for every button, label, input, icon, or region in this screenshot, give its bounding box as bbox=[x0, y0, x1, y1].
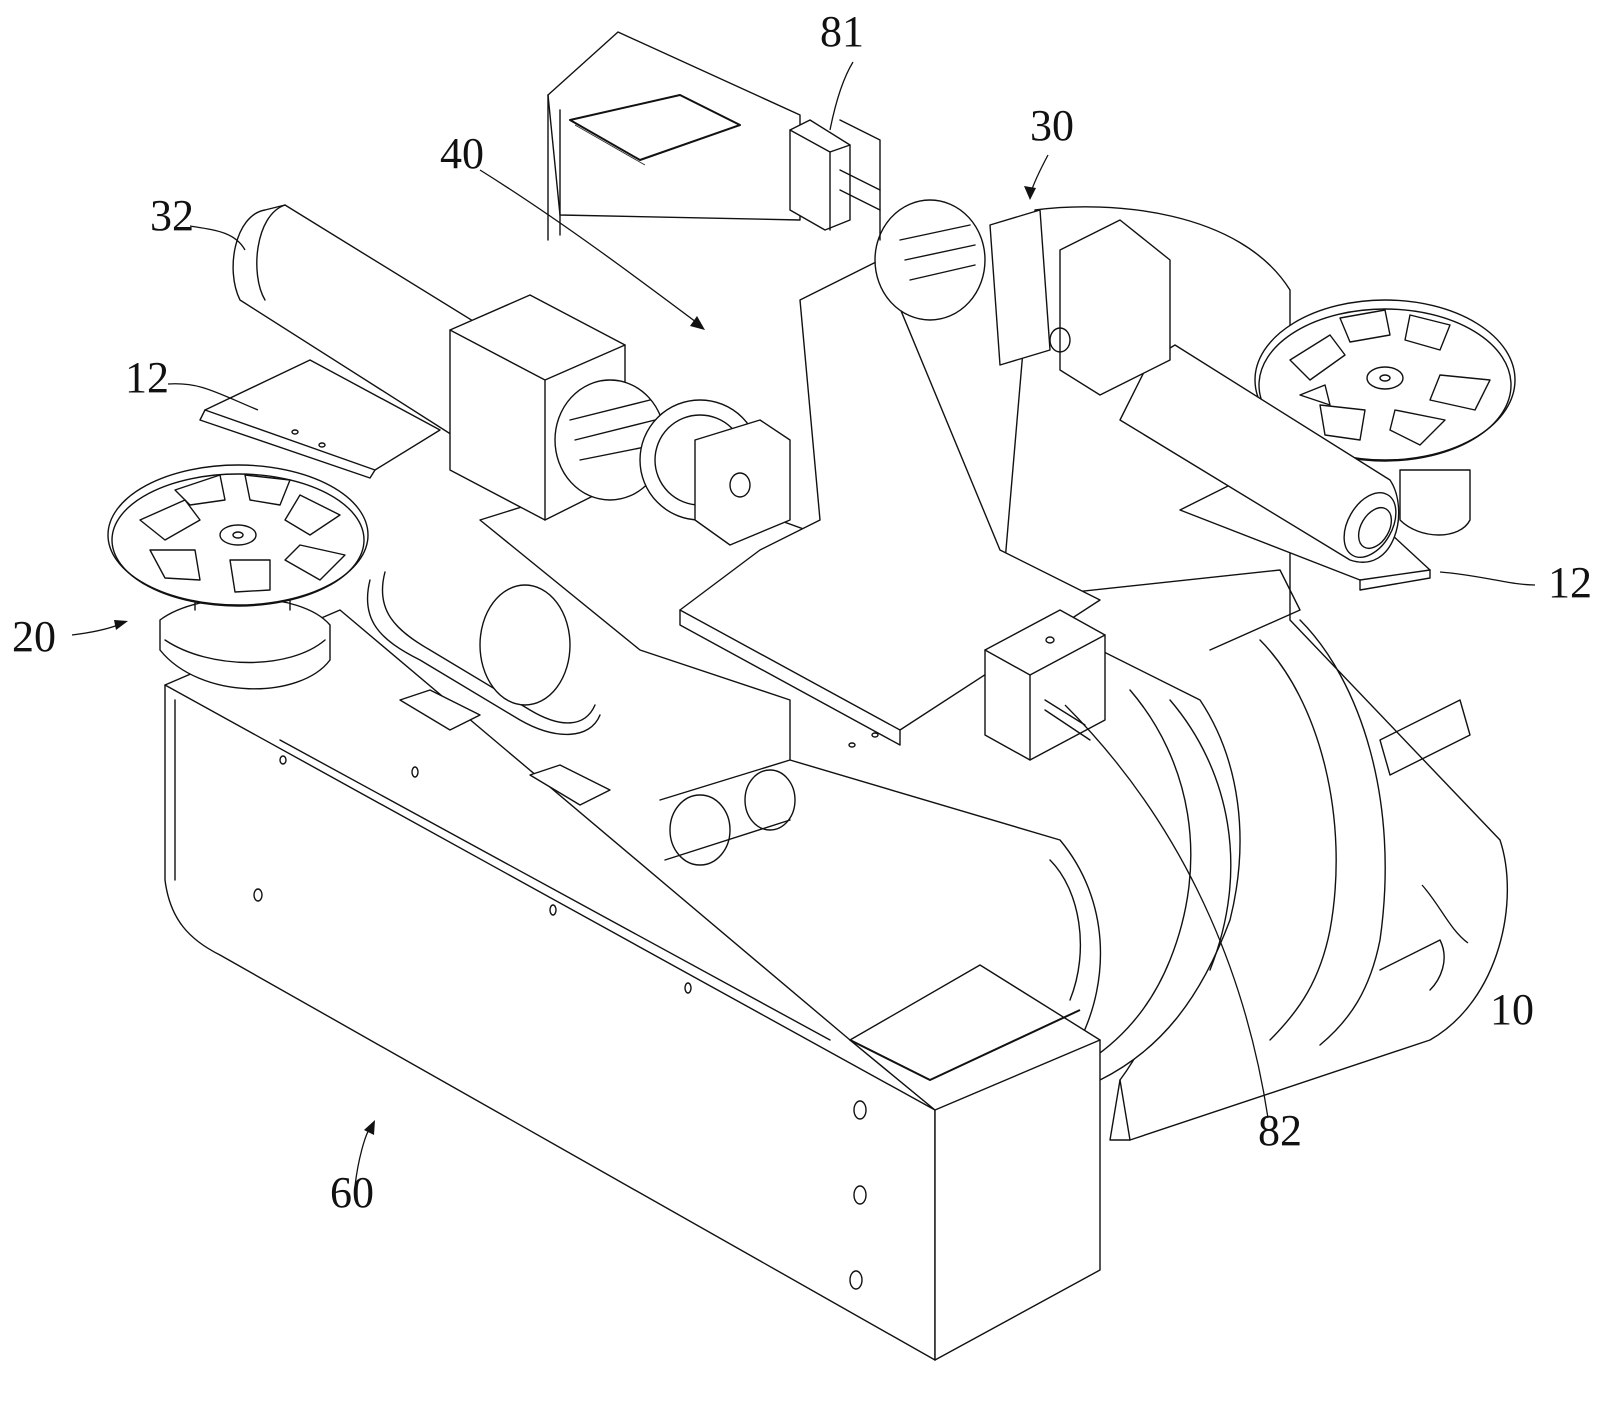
label-81-group: 81 bbox=[820, 7, 864, 131]
label-30-group: 30 bbox=[1024, 101, 1074, 200]
left-top-plate bbox=[199, 359, 441, 479]
label-12-left-group: 12 bbox=[125, 353, 259, 411]
label-10: 10 bbox=[1490, 985, 1534, 1034]
label-60: 60 bbox=[330, 1168, 374, 1217]
upper-block-81 bbox=[789, 119, 881, 241]
left-wheel-spokes bbox=[139, 474, 346, 593]
left-wheel-assembly bbox=[107, 464, 369, 690]
label-20-group: 20 bbox=[12, 612, 128, 661]
label-12-left: 12 bbox=[125, 353, 169, 402]
label-81: 81 bbox=[820, 7, 864, 56]
left-handle bbox=[366, 571, 611, 806]
label-32: 32 bbox=[150, 191, 194, 240]
rear-upper-box bbox=[547, 31, 801, 241]
label-82: 82 bbox=[1258, 1106, 1302, 1155]
label-32-group: 32 bbox=[150, 191, 246, 251]
label-12-right: 12 bbox=[1548, 558, 1592, 607]
central-panel bbox=[679, 259, 1101, 748]
front-housing-holes bbox=[253, 755, 867, 1290]
label-10-group: 10 bbox=[1421, 884, 1534, 1034]
left-motor-gear bbox=[449, 294, 791, 546]
label-30: 30 bbox=[1030, 101, 1074, 150]
front-block-82 bbox=[984, 609, 1106, 761]
right-motor-gear bbox=[874, 199, 1171, 396]
label-40-group: 40 bbox=[440, 129, 705, 330]
label-20: 20 bbox=[12, 612, 56, 661]
label-82-group: 82 bbox=[1064, 704, 1302, 1155]
label-40: 40 bbox=[440, 129, 484, 178]
label-12-right-group: 12 bbox=[1439, 558, 1592, 607]
right-cylinder bbox=[1119, 344, 1400, 563]
right-wheel-assembly bbox=[1254, 299, 1516, 536]
right-wheel-spokes bbox=[1289, 309, 1491, 446]
label-60-group: 60 bbox=[330, 1120, 375, 1217]
lower-inner-gears bbox=[659, 759, 796, 866]
